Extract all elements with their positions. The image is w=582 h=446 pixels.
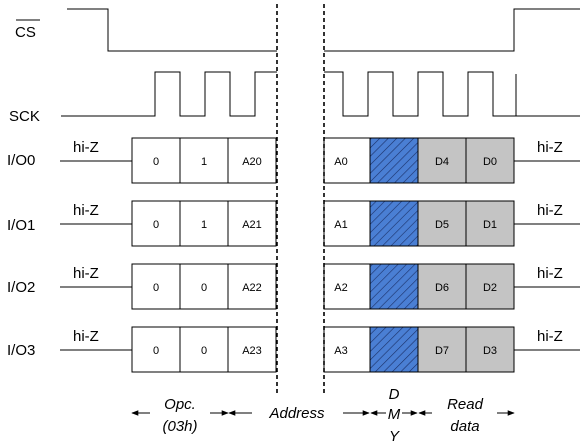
opcode-bit: 1 xyxy=(201,219,207,231)
io-label: I/O3 xyxy=(7,342,35,359)
address-cell-high xyxy=(227,263,277,310)
data-bit: D3 xyxy=(483,345,497,357)
address-cell-high xyxy=(227,200,277,247)
address-cell-high xyxy=(227,326,277,373)
data-bit: D7 xyxy=(435,345,449,357)
data-bit: D1 xyxy=(483,219,497,231)
address-cell-high xyxy=(227,137,277,184)
opcode-bit: 0 xyxy=(153,282,159,294)
sck-signal: SCK xyxy=(9,71,580,125)
opcode-bit: 0 xyxy=(201,345,207,357)
opcode-bit: 0 xyxy=(153,345,159,357)
cs-signal: CS xyxy=(15,8,580,52)
data-cell xyxy=(417,137,467,184)
opcode-bit: 0 xyxy=(153,219,159,231)
data-bit: D0 xyxy=(483,156,497,168)
read-data-phase-label: Read xyxy=(447,396,484,413)
address-bit-low: A1 xyxy=(334,219,347,231)
dummy-cycle-cell xyxy=(369,200,419,247)
io-label: I/O1 xyxy=(7,217,35,234)
io-label: I/O2 xyxy=(7,279,35,296)
hi-z-right: hi-Z xyxy=(537,139,563,156)
opcode-phase-sublabel: (03h) xyxy=(162,418,197,435)
data-bit: D4 xyxy=(435,156,449,168)
opcode-bit: 0 xyxy=(201,282,207,294)
address-bit-high: A21 xyxy=(242,219,262,231)
hi-z-left: hi-Z xyxy=(73,265,99,282)
cs-waveform-right xyxy=(324,8,580,52)
io-label: I/O0 xyxy=(7,152,35,169)
phase-annotations: Opc. (03h) Address D M Y Read data xyxy=(131,386,515,445)
opcode-bit-cell xyxy=(131,263,181,310)
io-line: I/O3 hi-Z 0 0 A23 A3 D7 D3 hi-Z xyxy=(7,326,580,373)
hi-z-right: hi-Z xyxy=(537,202,563,219)
address-bit-low: A2 xyxy=(334,282,347,294)
io-line: I/O0 hi-Z 0 1 A20 A0 D4 D0 hi-Z xyxy=(7,137,580,184)
hi-z-left: hi-Z xyxy=(73,328,99,345)
hi-z-left: hi-Z xyxy=(73,139,99,156)
address-phase-label: Address xyxy=(268,405,325,422)
opcode-phase-label: Opc. xyxy=(164,396,196,413)
io-line: I/O2 hi-Z 0 0 A22 A2 D6 D2 hi-Z xyxy=(7,263,580,310)
dummy-phase-label-d: D xyxy=(389,386,400,403)
data-cell xyxy=(417,326,467,373)
hi-z-right: hi-Z xyxy=(537,265,563,282)
dummy-cycle-cell xyxy=(369,137,419,184)
opcode-bit-cell xyxy=(131,200,181,247)
io-lines: I/O0 hi-Z 0 1 A20 A0 D4 D0 hi-Z I/O1 hi-… xyxy=(7,137,580,373)
opcode-bit: 1 xyxy=(201,156,207,168)
opcode-bit-cell xyxy=(179,137,229,184)
data-bit: D6 xyxy=(435,282,449,294)
dummy-phase-label-m: M xyxy=(388,406,401,423)
cs-label: CS xyxy=(15,24,36,41)
sck-label: SCK xyxy=(9,108,40,125)
opcode-bit-cell xyxy=(131,137,181,184)
hi-z-left: hi-Z xyxy=(73,202,99,219)
sck-waveform-right xyxy=(324,71,517,117)
dummy-cycle-cell xyxy=(369,326,419,373)
address-bit-high: A20 xyxy=(242,156,262,168)
data-cell xyxy=(417,263,467,310)
sck-waveform-left xyxy=(61,71,277,117)
opcode-bit-cell xyxy=(131,326,181,373)
address-bit-low: A3 xyxy=(334,345,347,357)
address-bit-high: A22 xyxy=(242,282,262,294)
read-data-phase-sublabel: data xyxy=(450,418,479,435)
address-cell-low xyxy=(323,137,371,184)
data-bit: D5 xyxy=(435,219,449,231)
io-line: I/O1 hi-Z 0 1 A21 A1 D5 D1 hi-Z xyxy=(7,200,580,247)
address-bit-low: A0 xyxy=(334,156,347,168)
dummy-phase-label-y: Y xyxy=(389,428,400,445)
data-cell xyxy=(465,137,515,184)
address-bit-high: A23 xyxy=(242,345,262,357)
data-bit: D2 xyxy=(483,282,497,294)
opcode-bit: 0 xyxy=(153,156,159,168)
data-cell xyxy=(465,326,515,373)
cs-waveform-left xyxy=(67,8,277,52)
opcode-bit-cell xyxy=(179,263,229,310)
dummy-cycle-cell xyxy=(369,263,419,310)
hi-z-right: hi-Z xyxy=(537,328,563,345)
data-cell xyxy=(417,200,467,247)
address-cell-low xyxy=(323,263,371,310)
